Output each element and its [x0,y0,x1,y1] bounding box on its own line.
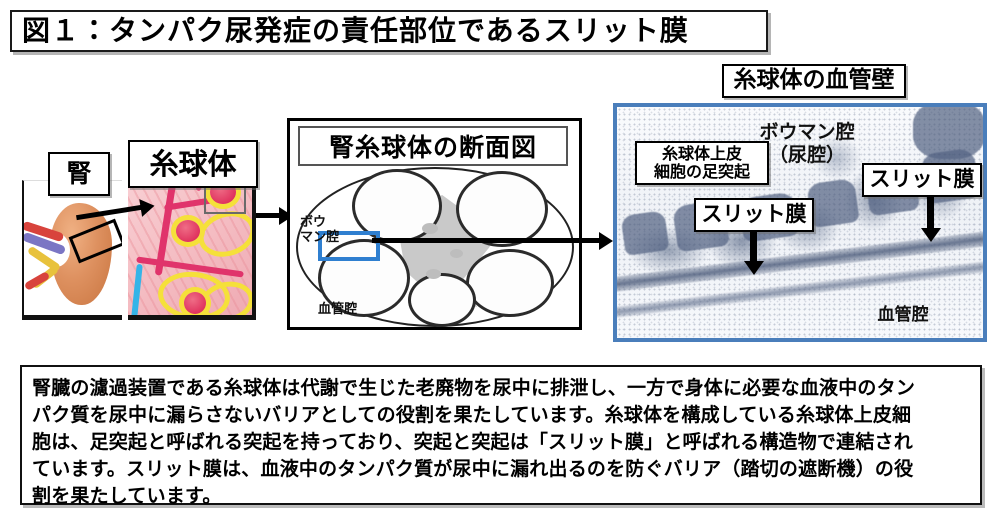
cross-section-bowman-label: ボウ マン腔 [300,215,339,246]
podocyte-label-line2: 細胞の足突起 [653,162,750,181]
caption-line: パク質を尿中に漏らさないバリアとしての役割を果たしています。糸球体を構成している… [32,403,912,426]
slit-membrane-label-box-right: スリット膜 [862,163,982,197]
kidney-label-text: 腎 [66,159,92,188]
micrograph-bowman-label: ボウマン腔 （尿腔） [731,121,883,167]
caption-line: 胞は、足突起と呼ばれる突起を持っており、突起と突起は「スリット膜」と呼ばれる構造… [32,430,913,453]
cross-section-panel: 腎糸球体の断面図 ボウ マン腔 血管腔 [287,118,582,330]
caption-line: ています。スリット膜は、血液中のタンパク質が尿中に漏れ出るのを防ぐバリア（踏切の… [32,457,914,480]
glomerulus-3 [184,292,206,314]
capillary-loop-5 [408,273,476,327]
glomerulus-2 [176,220,200,242]
slit-membrane-label-right-text: スリット膜 [869,167,975,192]
caption-line: 腎臓の濾過装置である糸球体は代謝で生じた老廃物を尿中に排泄し、一方で身体に必要な… [32,377,916,399]
slit-membrane-highlight-box [318,231,380,261]
podocyte-body [913,107,983,159]
caption-box: 腎臓の濾過装置である糸球体は代謝で生じた老廃物を尿中に排泄し、一方で身体に必要な… [20,365,982,507]
tissue-label-text: 糸球体 [149,146,237,181]
slit-membrane-arrow-left [750,232,757,262]
slit-membrane-label-box-left: スリット膜 [694,198,814,232]
micrograph-bowman-label-line1: ボウマン腔 [759,121,855,143]
podocyte-label-box: 糸球体上皮 細胞の足突起 [635,141,769,185]
tissue-label-box: 糸球体 [128,140,258,188]
slit-membrane-arrow-right [927,197,934,229]
mesangial-cell-2 [426,269,441,279]
figure-title-box: 図１：タンパク尿発症の責任部位であるスリット膜 [10,10,768,52]
arrow-tissue-to-cross-section [256,213,280,218]
cross-section-title-text: 腎糸球体の断面図 [328,133,537,162]
micrograph-title-text: 糸球体の血管壁 [733,67,895,94]
capillary-loop-3 [318,239,410,317]
cross-section-vessel-label: 血管腔 [318,302,358,317]
capillary-loop-2 [456,171,548,247]
micrograph-bowman-label-line2: （尿腔） [768,143,845,166]
mesangial-cell-3 [450,249,463,258]
slit-membrane-label-left-text: スリット膜 [701,202,807,227]
micrograph-title-box: 糸球体の血管壁 [722,64,906,98]
kidney-label-box: 腎 [48,152,110,196]
micrograph-vessel-label: 血管腔 [877,305,929,325]
cross-section-title-box: 腎糸球体の断面図 [298,126,568,166]
kidney-panel [22,180,122,320]
caption-line: 割を果たしています。 [32,484,222,507]
arrow-cross-section-to-micrograph [372,238,600,243]
figure-title-text: 図１：タンパク尿発症の責任部位であるスリット膜 [22,14,689,47]
cross-section-bowman-label-line2: マン腔 [300,230,340,246]
podocyte-label-line1: 糸球体上皮 [661,144,742,164]
capillary-loop-4 [466,249,554,317]
cross-section-bowman-label-line1: ボウ [300,215,327,230]
cross-section-illustration: ボウ マン腔 血管腔 [290,165,579,327]
mesangial-cell-1 [422,223,438,234]
